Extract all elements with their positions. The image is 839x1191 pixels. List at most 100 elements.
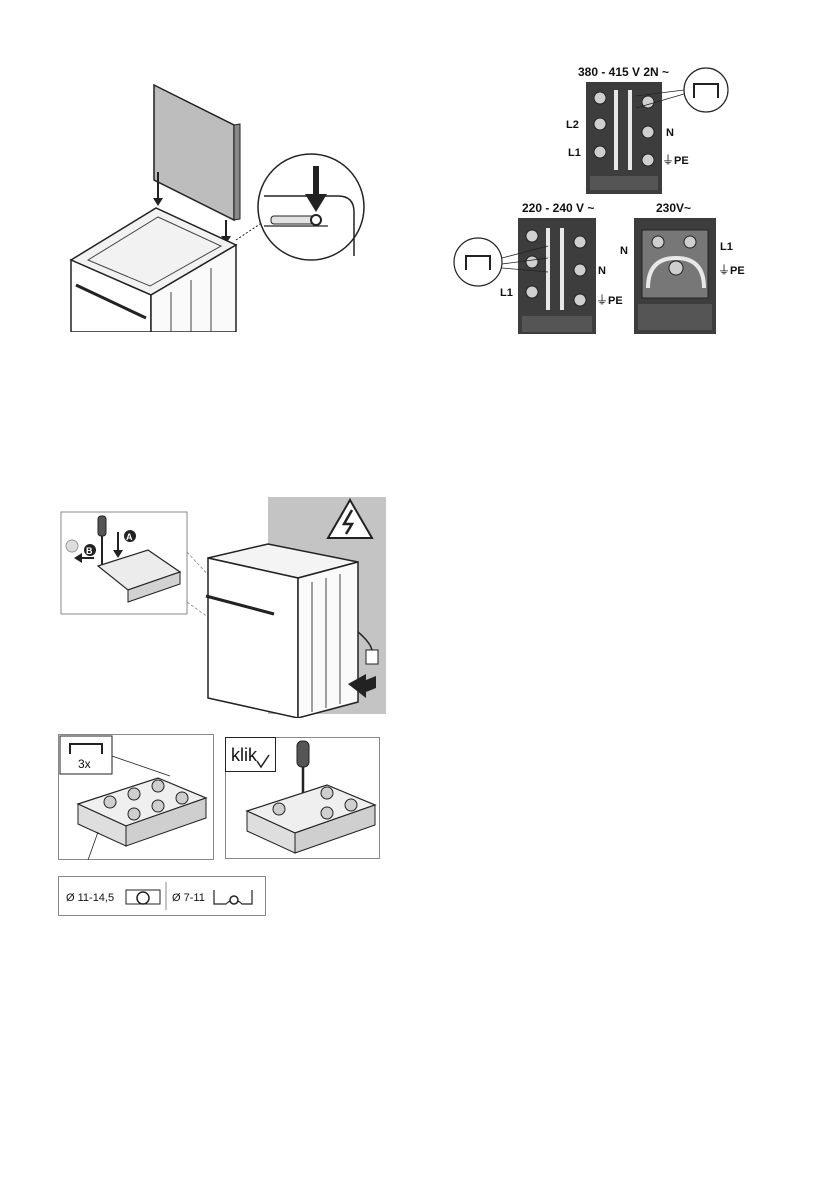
screw-removed [65,539,79,553]
screw-230-n [651,235,665,249]
push-arrow [348,674,376,698]
callout-a: A [126,532,133,542]
bridge-leader-2 [635,93,685,109]
screw-l2-top [593,91,607,105]
bridge-leader-left-3 [501,267,549,273]
bridge-callout-circle [683,67,729,113]
iso-screw-2 [127,787,141,801]
label-n-right: N [620,245,628,257]
screwdriver-handle-inset [97,515,107,537]
screw-left-l1 [525,285,539,299]
connection-overview-figure: A B [60,497,386,718]
screw-n-top [641,95,655,109]
label-l2: L2 [566,119,579,131]
wall-socket [365,649,379,665]
inset-leader-2 [186,601,299,683]
lid-edge [233,123,241,221]
arrow-b-head [74,553,82,563]
klik-figure: klik [225,737,380,859]
zoom-circle [257,153,365,261]
cooker-side [150,243,237,332]
iso2-screw-3 [344,798,358,812]
cooktop-inner [86,216,223,287]
zoom-arrowhead [305,194,327,212]
lightning-bolt-icon [341,509,355,535]
label-n-left: N [598,265,606,277]
bridge-callout-icon [693,83,719,98]
zoom-pin [310,214,322,226]
klik-label: klik [231,745,258,765]
label-pe-left: PE [608,295,623,307]
label-l1-top: L1 [568,147,581,159]
cable-loop-230 [646,255,706,289]
bridge-icon [69,743,103,754]
callout-b: B [86,546,93,556]
arrow-a-head [113,550,123,558]
check-icon [256,754,270,769]
terminal-380-415-figure: 380 - 415 V 2N ~ L2 L1 N ⏚ PE [566,65,729,194]
terminal-base-top [590,176,658,190]
zoom-frame [264,195,355,256]
terminal-230-figure: 230V~ N L1 ⏚ PE [620,201,745,334]
screw-left-1 [525,229,539,243]
terminal-220-240-figure: 220 - 240 V ~ L1 N ⏚ PE [453,201,623,334]
iso2-screw-4 [320,806,334,820]
bridge-count: 3x [78,757,91,771]
screw-left-2 [525,255,539,269]
label-l1-left: L1 [500,287,513,299]
bridge-leader-iso [111,755,171,777]
klik-label-box [225,737,276,772]
cooker-front-overview [207,557,299,718]
screw-230-pe [668,260,684,276]
cable-large-icon [136,891,150,905]
hinge-arrowhead-left [153,198,163,206]
voltage-label-380-415: 380 - 415 V 2N ~ [578,65,669,79]
screwdriver-handle-klik [296,740,310,768]
cable-diameter-frame [58,876,266,916]
cable-clamp-leader [87,831,99,860]
terminal-base-right [638,304,712,330]
bridges-3x-figure: 3x [58,734,214,860]
bridge-leader-left-1 [501,245,549,259]
screw-l2 [593,117,607,131]
electric-warning-icon [326,498,374,539]
iso2-screw-2 [320,786,334,800]
oven-handle [75,283,147,320]
lid-mounting-figure [69,83,365,332]
screw-right-pe [573,293,587,307]
terminal-block-iso-1-side [125,797,207,847]
cooker-front [70,258,152,332]
cable-diameter-figure: Ø 11-14,5 Ø 7-11 [58,876,266,916]
earth-icon-top: ⏚ [662,153,674,167]
voltage-label-230: 230V~ [656,201,691,215]
voltage-label-220-240: 220 - 240 V ~ [522,201,594,215]
iso-screw-1 [103,795,117,809]
iso-screw-3 [151,779,165,793]
label-pe-top: PE [674,155,689,167]
iso-screw-5 [151,799,165,813]
label-l1-right: L1 [720,241,733,253]
terminal-cover-side [127,571,181,603]
screw-right-n [573,263,587,277]
bridge-leader-left-2 [501,257,549,265]
iso-screw-4 [127,807,141,821]
terminal-base-left [522,316,592,332]
iso-screw-6 [175,791,189,805]
power-cable [357,631,373,651]
cooker-side-overview [297,561,359,718]
callout-a-circle [124,530,136,542]
cable-small-icon [229,895,239,905]
earth-icon-left: ⏚ [596,293,608,307]
iso2-screw-1 [272,802,286,816]
oven-handle-overview [205,594,275,616]
label-n-top: N [666,127,674,139]
callout-b-circle [84,544,96,556]
bridge-callout-icon-left [465,255,491,270]
bridge-leader-1 [635,89,685,97]
screw-pe [641,153,655,167]
screw-l1 [593,145,607,159]
lid-panel [153,83,235,222]
screw-right-1 [573,235,587,249]
terminal-block-iso-2-side [294,804,376,854]
earth-icon-right: ⏚ [718,263,730,277]
